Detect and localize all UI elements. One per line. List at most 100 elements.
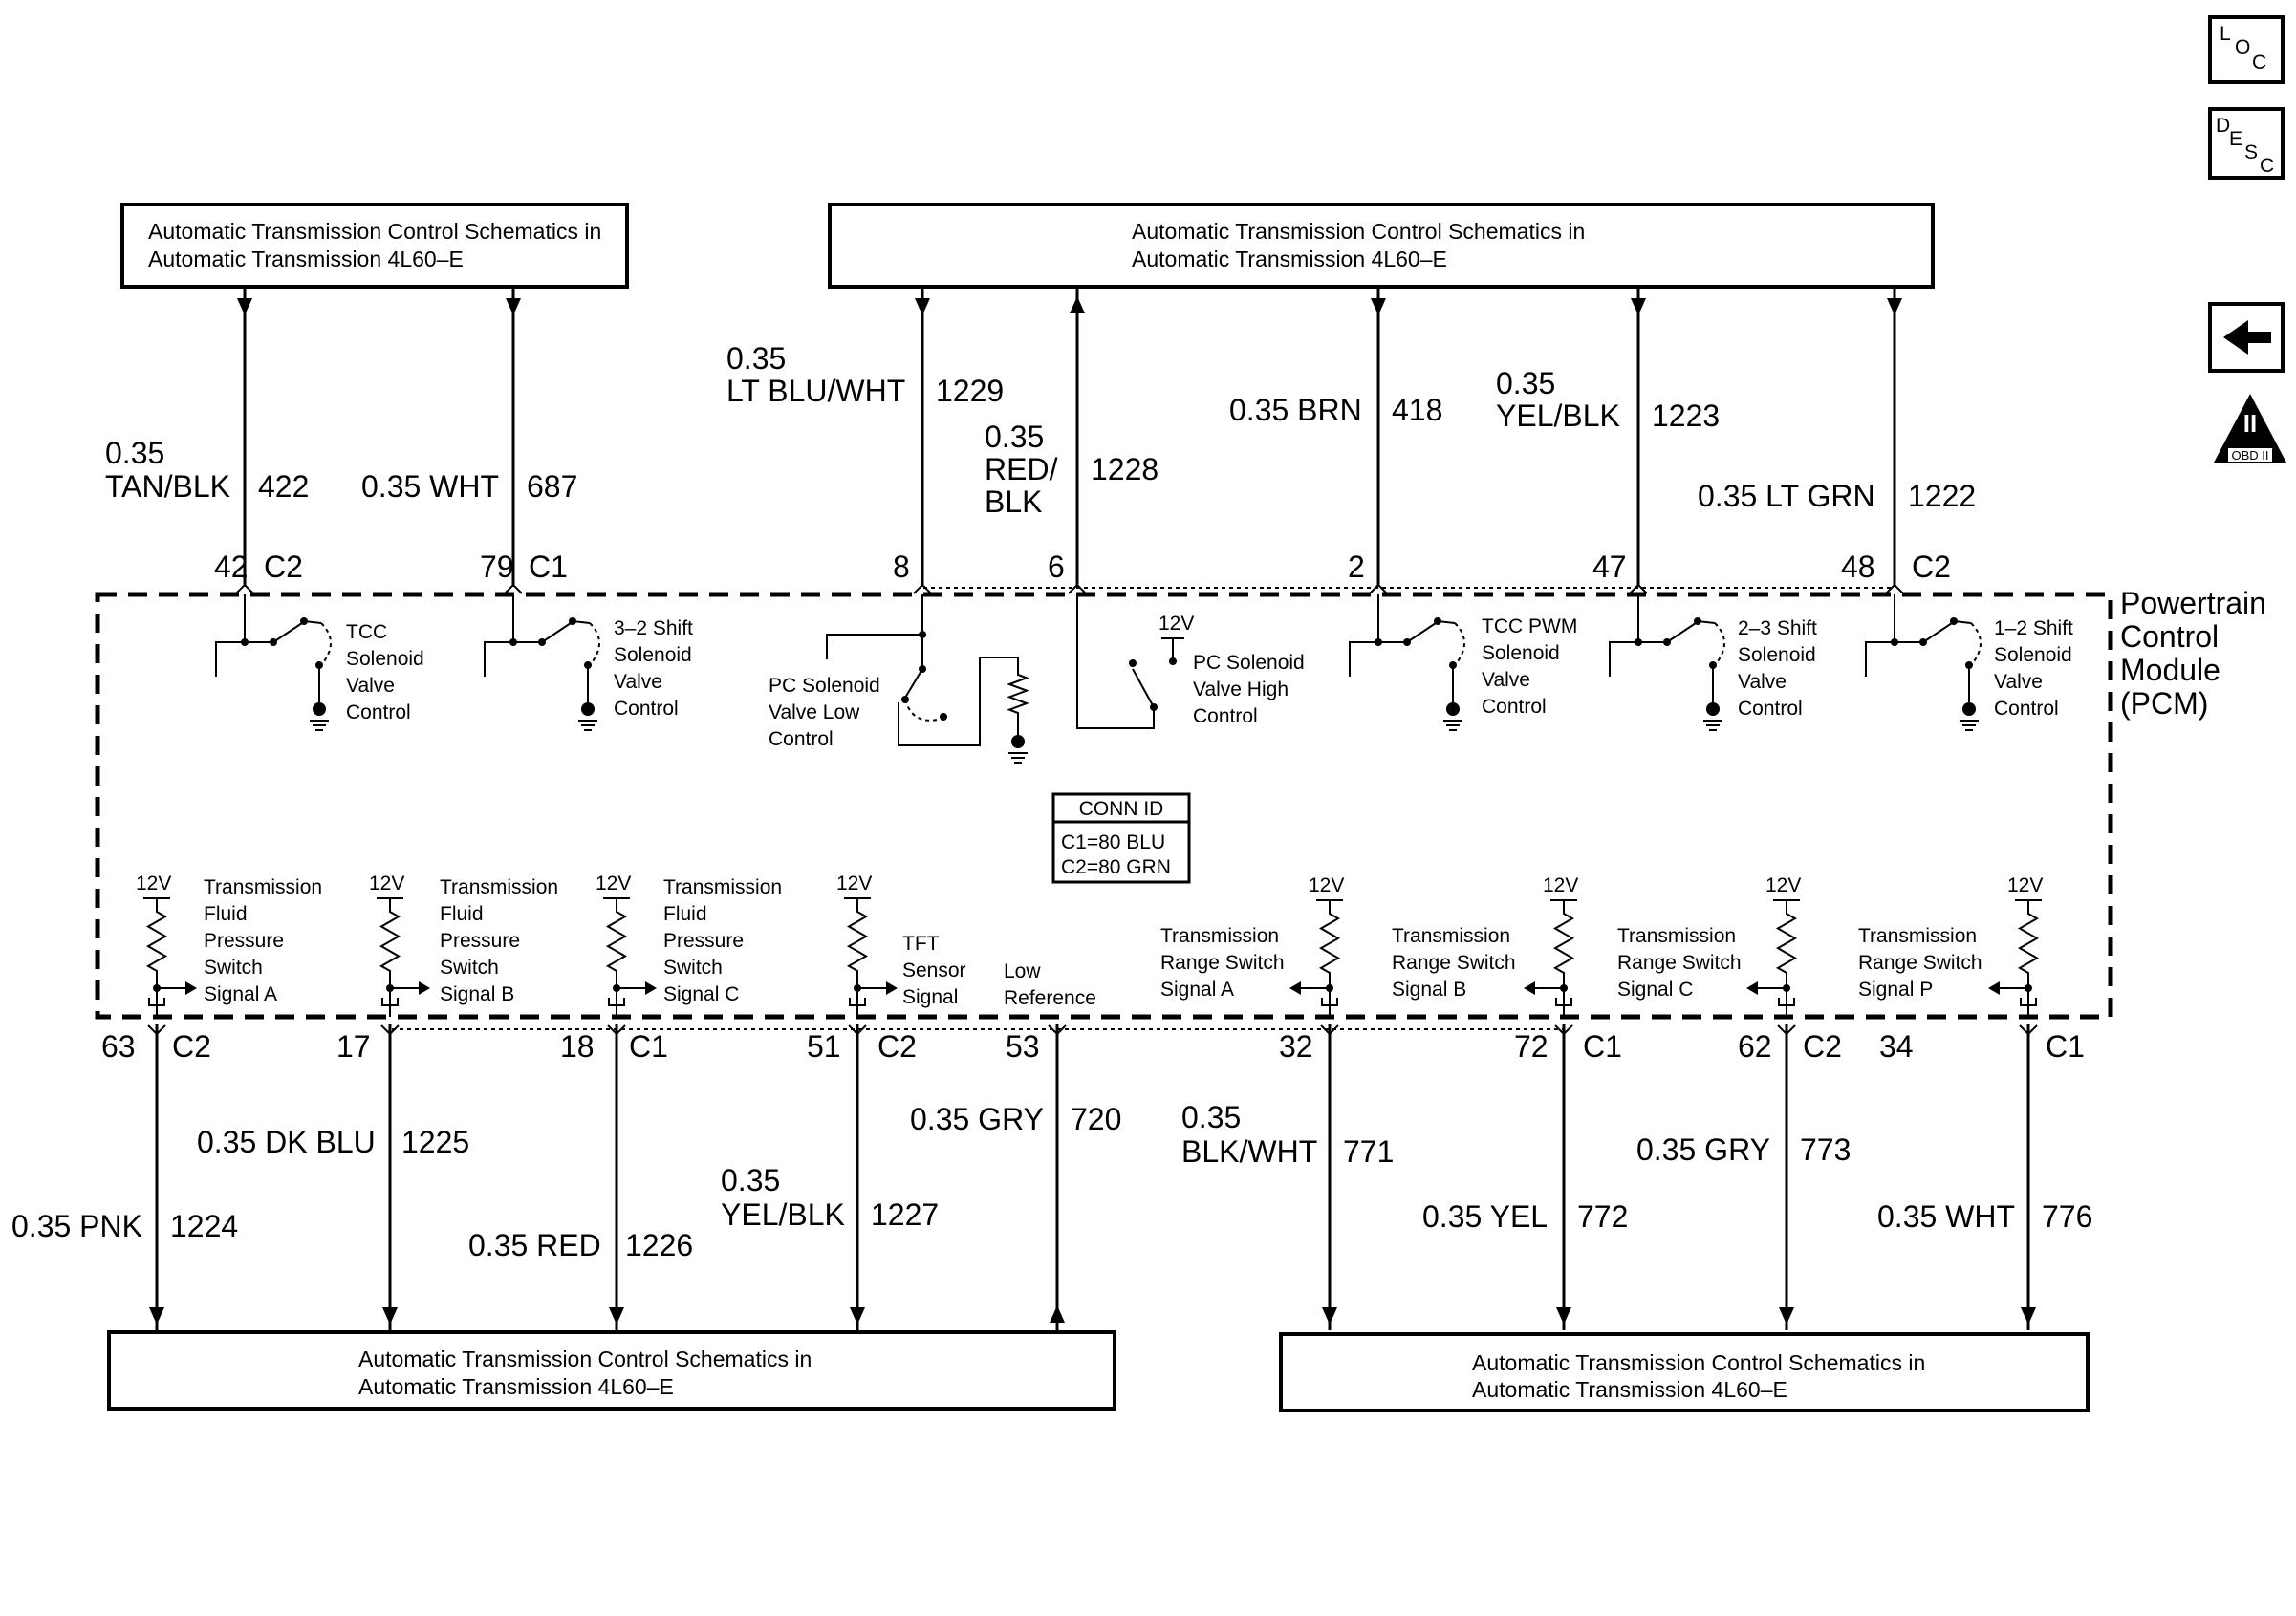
voltage-label: 12V: [1309, 874, 1344, 896]
wire-color-label: 0.35 DK BLU: [197, 1125, 376, 1159]
component-label-line: Signal B: [1392, 979, 1466, 1001]
wire-color-label: 0.35 WHT: [1877, 1199, 2015, 1234]
component-label-line: Signal P: [1858, 979, 1933, 1001]
ref-box-bottom-right[interactable]: Automatic Transmission Control Schematic…: [1279, 1332, 2090, 1412]
pullup-input-6: 12V: [1524, 874, 1578, 1017]
wire-color-label: TAN/BLK: [105, 469, 230, 504]
ref-box-top-right[interactable]: Automatic Transmission Control Schematic…: [828, 203, 1935, 289]
pin-number: 79: [480, 549, 514, 584]
pin-number: 51: [807, 1029, 841, 1064]
svg-text:Powertrain: Powertrain: [2120, 586, 2266, 620]
ground-icon: [1703, 702, 1722, 731]
connector-pin-icon: [2019, 1024, 2038, 1036]
component-label-line: Switch: [663, 957, 723, 979]
component-label-line: Control: [1482, 696, 1547, 718]
svg-text:Automatic Transmission 4L60–E: Automatic Transmission 4L60–E: [1132, 247, 1447, 271]
svg-text:Automatic Transmission Control: Automatic Transmission Control Schematic…: [358, 1347, 812, 1371]
voltage-label: 12V: [2007, 874, 2043, 896]
arrow-down-icon: [237, 298, 252, 315]
wire-color-label: 0.35 PNK: [11, 1209, 142, 1243]
pullup-input-5: 12V: [1289, 874, 1344, 1017]
component-label-line: Switch: [440, 957, 499, 979]
circuit-number: 418: [1392, 393, 1442, 427]
resistor-icon: [1552, 908, 1575, 979]
svg-text:II: II: [2243, 409, 2257, 438]
resistor-icon: [1007, 669, 1029, 719]
circuit-number: 1224: [170, 1209, 238, 1243]
ref-box-top-left[interactable]: Automatic Transmission Control Schematic…: [120, 203, 629, 289]
loc-button[interactable]: L O C: [2208, 15, 2285, 84]
component-label-line: Signal: [902, 986, 958, 1008]
wire-color-label: 0.35 LT GRN: [1698, 479, 1875, 513]
pin-number: 18: [560, 1029, 595, 1064]
ground-icon: [1443, 702, 1462, 731]
pin-number: 47: [1592, 549, 1627, 584]
arrow-left-icon: [1524, 981, 1535, 995]
component-label-line: Valve: [1738, 671, 1787, 693]
connector-pin-icon: [380, 1024, 400, 1036]
component-label-line: 3–2 Shift: [614, 617, 693, 639]
voltage-label: 12V: [136, 873, 171, 894]
ref-box-bottom-left[interactable]: Automatic Transmission Control Schematic…: [107, 1330, 1116, 1411]
component-label-line: Pressure: [440, 930, 520, 952]
arrow-down-icon: [1887, 298, 1902, 315]
back-arrow-button[interactable]: [2208, 302, 2285, 373]
svg-text:OBD II: OBD II: [2231, 448, 2268, 463]
component-label-line: Range Switch: [1617, 952, 1742, 974]
voltage-label: 12V: [369, 873, 404, 894]
voltage-label: 12V: [1159, 613, 1194, 635]
arrow-down-icon: [1322, 1307, 1337, 1325]
wire-color-label: YEL/BLK: [1496, 399, 1620, 433]
component-label-line: PC Solenoid: [769, 675, 880, 697]
component-label-line: Valve Low: [769, 701, 860, 723]
component-label-line: TCC: [346, 621, 387, 643]
svg-text:Automatic Transmission Control: Automatic Transmission Control Schematic…: [148, 219, 601, 244]
circuit-number: 773: [1800, 1132, 1851, 1167]
arrow-up-icon: [1050, 1305, 1065, 1323]
pc-solenoid-low-driver: [826, 594, 1029, 764]
arrow-right-icon: [185, 981, 197, 995]
svg-text:Automatic Transmission 4L60–E: Automatic Transmission 4L60–E: [148, 247, 464, 271]
component-label-line: Low: [1004, 960, 1041, 982]
arrow-right-icon: [886, 981, 898, 995]
desc-button[interactable]: D E S C: [2208, 107, 2285, 180]
component-label-line: TFT: [902, 933, 940, 955]
connector-pin-icon: [1629, 583, 1648, 594]
component-label-line: Pressure: [204, 930, 284, 952]
component-label-line: Transmission: [1617, 925, 1736, 947]
component-label-line: Fluid: [204, 903, 248, 925]
conn-id-box: CONN ID C1=80 BLU C2=80 GRN: [1051, 792, 1191, 884]
component-label-line: Control: [614, 698, 679, 720]
svg-text:C: C: [2252, 52, 2266, 74]
circuit-number: 776: [2042, 1199, 2092, 1234]
svg-text:C2=80 GRN: C2=80 GRN: [1061, 856, 1171, 878]
svg-text:S: S: [2244, 141, 2258, 163]
obd-ii-icon[interactable]: II OBD II: [2214, 394, 2286, 463]
connector-pin-icon: [1885, 583, 1904, 594]
arrow-down-icon: [382, 1307, 398, 1325]
svg-text:O: O: [2235, 36, 2250, 58]
wire-color-label: 0.35: [1181, 1100, 1241, 1134]
